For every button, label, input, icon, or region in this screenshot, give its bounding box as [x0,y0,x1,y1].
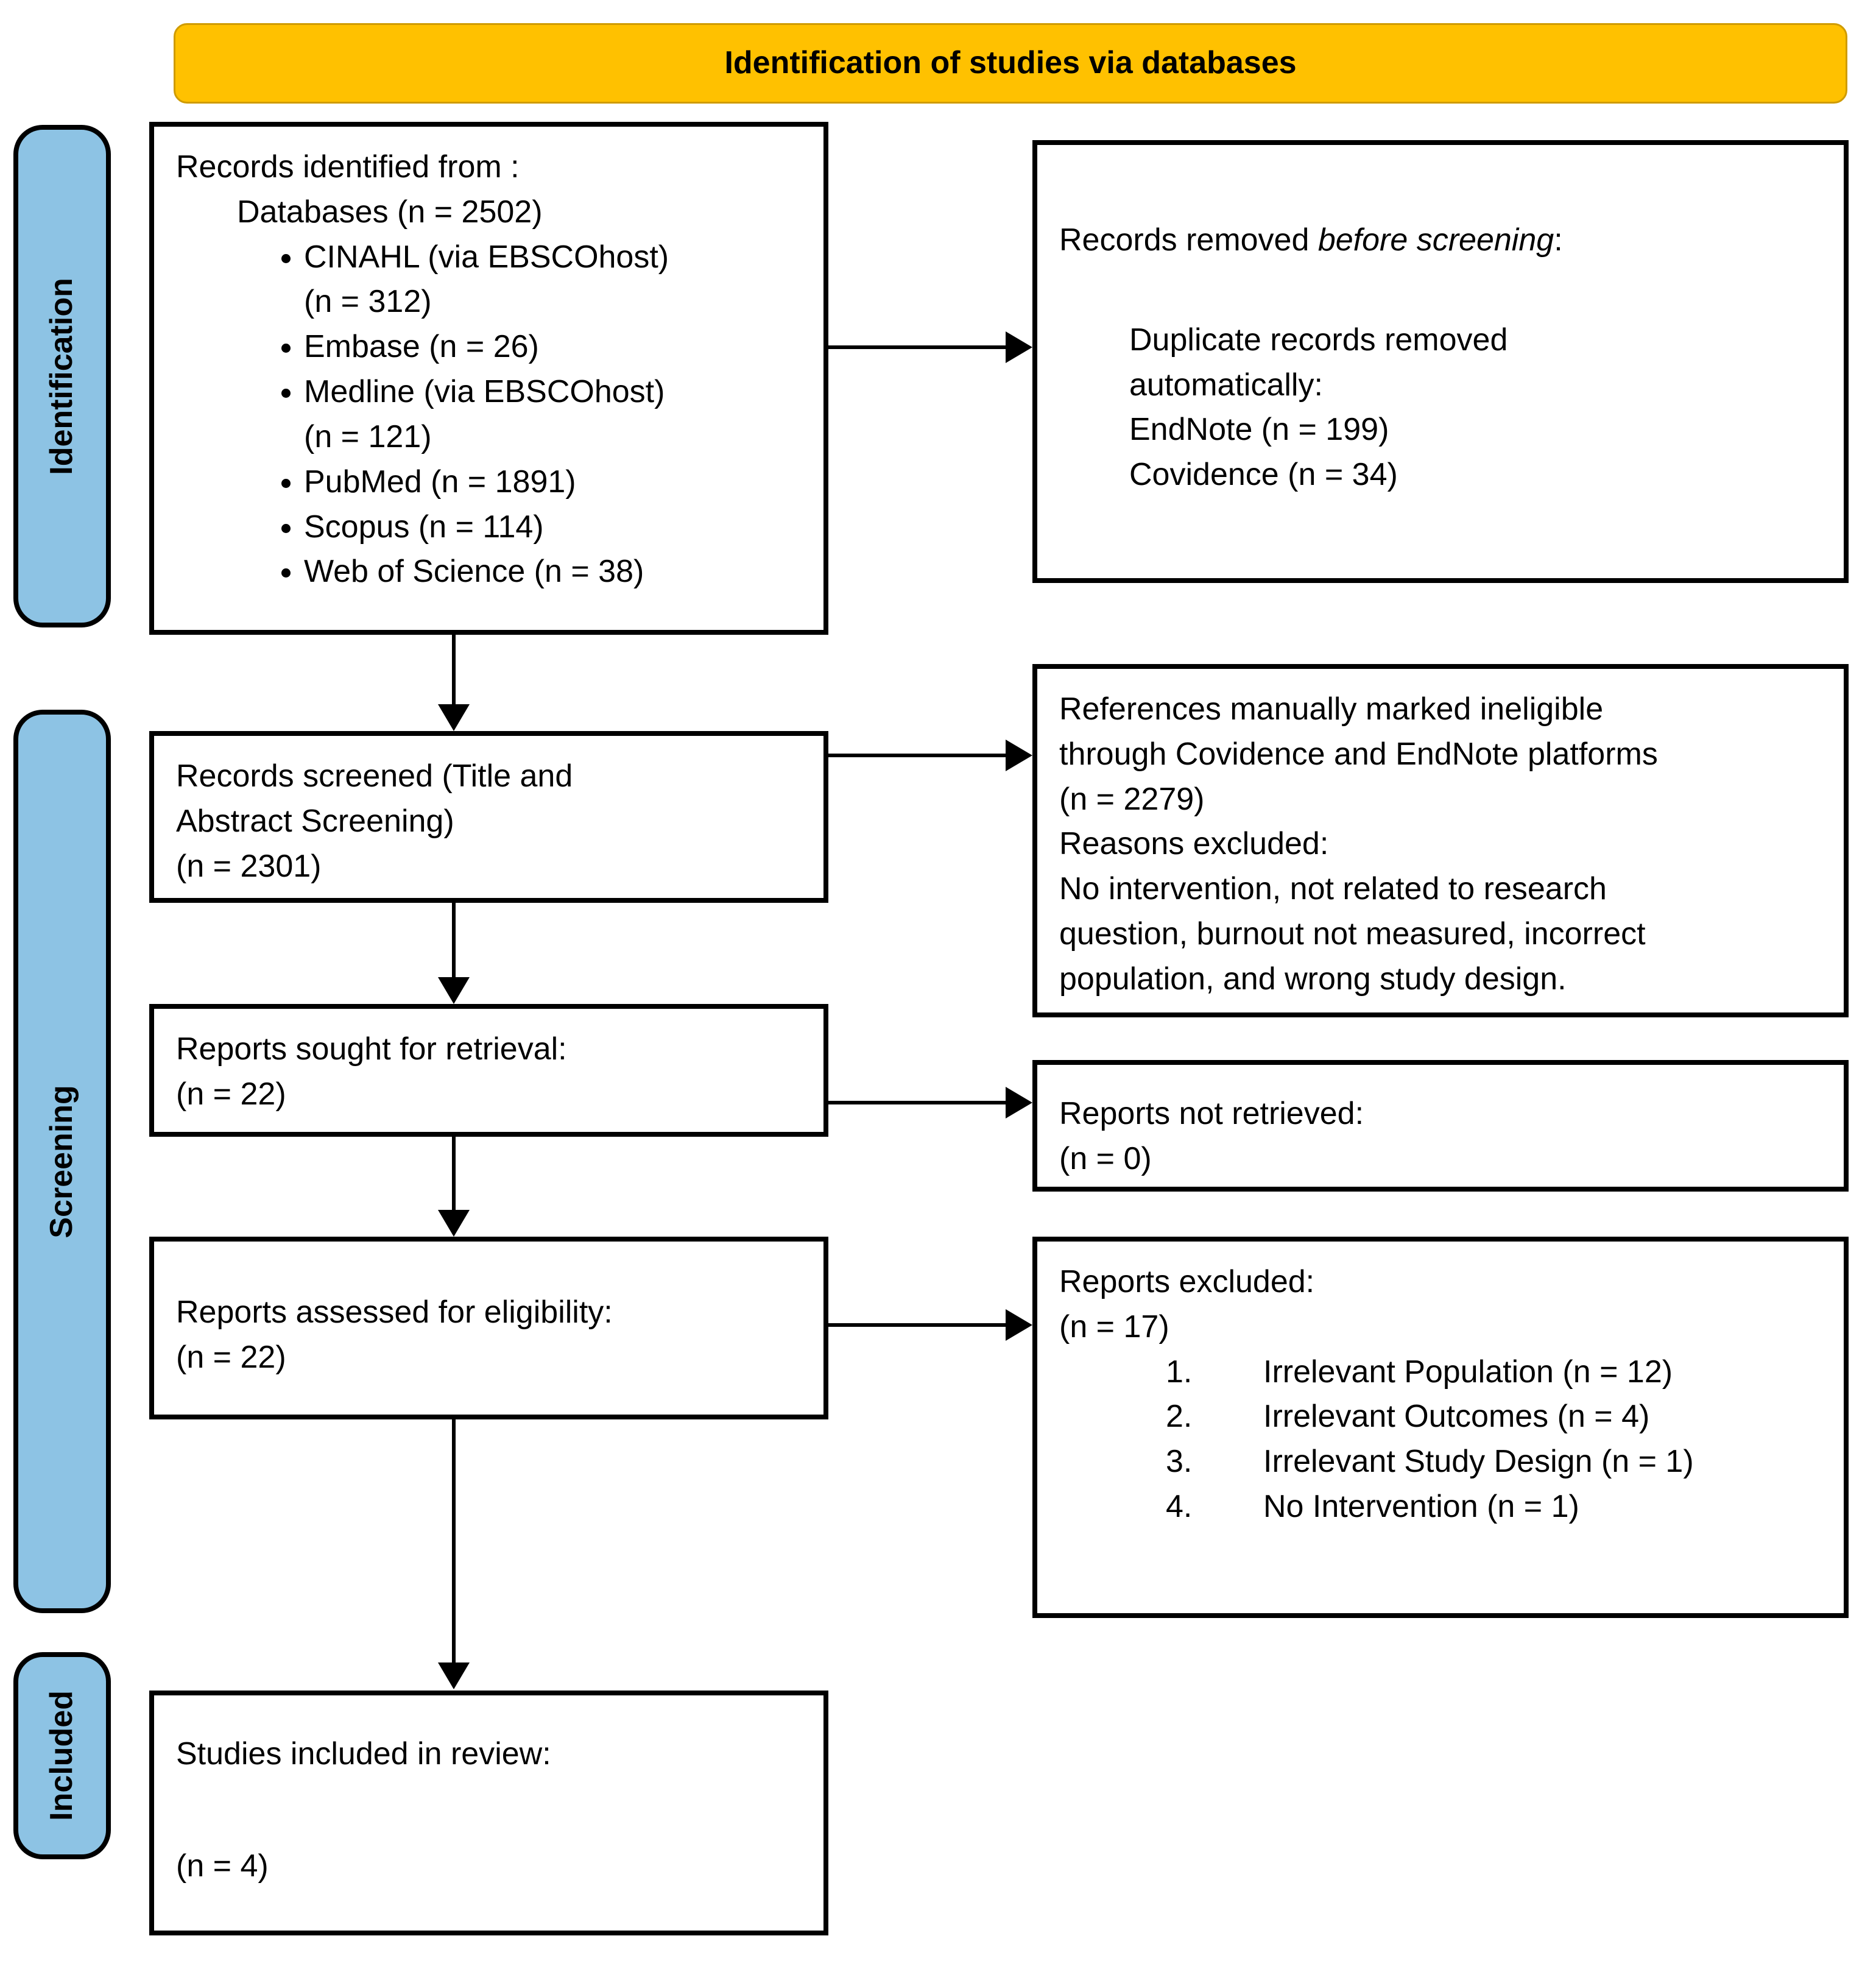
reports-sought-text: Reports sought for retrieval: [176,1031,567,1067]
arrow-sought-to-notretrieved-head [1006,1087,1032,1118]
arrow-sought-to-notretrieved-line [828,1101,1011,1104]
database-bullet-item: PubMed (n = 1891) [304,460,669,505]
box-reports-not-retrieved: Reports not retrieved: (n = 0) [1032,1060,1849,1192]
studies-included-text: Studies included in review: [176,1736,551,1772]
exclusion-reason-text: Irrelevant Population (n = 12) [1263,1354,1673,1390]
reasons-excluded-text: No intervention, not related to research… [1059,871,1646,997]
arrow-identified-to-screened-head [438,704,470,731]
duplicates-removed-line: Duplicate records removed automatically: [1129,322,1508,403]
references-ineligible-count: (n = 2279) [1059,781,1205,817]
records-removed-title-suffix: : [1554,222,1563,258]
arrow-sought-to-assessed-line [452,1137,456,1212]
stage-included-label: Included [44,1691,80,1821]
records-screened-count: (n = 2301) [176,848,322,884]
reports-excluded-title: Reports excluded: [1059,1264,1315,1299]
database-bullet-item: CINAHL (via EBSCOhost) (n = 312) [304,235,669,325]
arrow-identified-to-screened-line [452,635,456,707]
reports-assessed-text: Reports assessed for eligibility: [176,1295,613,1330]
reports-not-retrieved-text: Reports not retrieved: [1059,1096,1364,1131]
reports-assessed-count: (n = 22) [176,1339,286,1375]
exclusion-reason-item: 4. No Intervention (n = 1) [1166,1485,1822,1530]
arrow-identified-to-removed-head [1006,331,1032,363]
records-screened-text: Records screened (Title and Abstract Scr… [176,758,573,839]
box-records-removed: Records removed before screening: Duplic… [1032,140,1849,583]
reports-sought-count: (n = 22) [176,1076,286,1112]
reports-not-retrieved-count: (n = 0) [1059,1140,1152,1176]
banner: Identification of studies via databases [174,23,1847,104]
records-identified-heading: Records identified from : [176,149,520,185]
database-bullet-item: Medline (via EBSCOhost) (n = 121) [304,370,669,460]
exclusion-reason-text: No Intervention (n = 1) [1263,1489,1579,1525]
exclusion-reason-item: 1. Irrelevant Population (n = 12) [1166,1350,1822,1395]
arrow-assessed-to-included-head [438,1662,470,1689]
exclusion-reason-item: 3. Irrelevant Study Design (n = 1) [1166,1440,1822,1485]
exclusion-reason-text: Irrelevant Outcomes (n = 4) [1263,1399,1650,1435]
arrow-screened-to-ineligible-line [828,754,1011,757]
exclusion-reason-number: 2. [1166,1399,1193,1435]
box-reports-excluded: Reports excluded: (n = 17) 1. Irrelevant… [1032,1237,1849,1618]
database-bullet-item: Web of Science (n = 38) [304,549,669,595]
arrow-screened-to-sought-line [452,903,456,980]
box-reports-assessed: Reports assessed for eligibility: (n = 2… [149,1237,828,1419]
stage-identification: Identification [13,125,111,627]
records-removed-details: Duplicate records removed automatically:… [1129,318,1568,498]
reports-excluded-count: (n = 17) [1059,1309,1169,1344]
arrow-screened-to-sought-head [438,977,470,1004]
box-records-identified: Records identified from : Databases (n =… [149,122,828,635]
stage-screening: Screening [13,710,111,1613]
covidence-count: Covidence (n = 34) [1129,457,1398,493]
records-removed-title: Records removed before screening: [1059,218,1822,263]
records-identified-subheading: Databases (n = 2502) [237,194,543,230]
arrow-assessed-to-excluded-line [828,1323,1011,1327]
database-bullet-item: Scopus (n = 114) [304,505,669,550]
box-reports-sought: Reports sought for retrieval: (n = 22) [149,1004,828,1137]
studies-included-count: (n = 4) [176,1848,269,1884]
box-records-screened: Records screened (Title and Abstract Scr… [149,731,828,903]
arrow-assessed-to-excluded-head [1006,1309,1032,1341]
database-bullet-list: CINAHL (via EBSCOhost) (n = 312) Embase … [267,235,669,595]
arrow-identified-to-removed-line [828,345,1011,349]
database-bullet-item: Embase (n = 26) [304,325,669,370]
stage-identification-label: Identification [44,277,80,475]
arrow-screened-to-ineligible-head [1006,740,1032,771]
references-ineligible-text: References manually marked ineligible th… [1059,691,1658,772]
stage-included: Included [13,1652,111,1859]
records-removed-title-prefix: Records removed [1059,222,1310,258]
records-removed-title-italic: before screening [1309,222,1554,258]
arrow-sought-to-assessed-head [438,1210,470,1237]
exclusion-reason-number: 3. [1166,1444,1193,1480]
stage-screening-label: Screening [44,1084,80,1238]
arrow-assessed-to-included-line [452,1419,456,1665]
exclusion-reason-item: 2. Irrelevant Outcomes (n = 4) [1166,1394,1822,1440]
exclusion-reason-text: Irrelevant Study Design (n = 1) [1263,1444,1694,1480]
exclusion-reason-list: 1. Irrelevant Population (n = 12) 2. Irr… [1166,1350,1822,1530]
exclusion-reason-number: 4. [1166,1489,1193,1525]
reasons-excluded-heading: Reasons excluded: [1059,826,1329,862]
box-references-ineligible: References manually marked ineligible th… [1032,664,1849,1017]
exclusion-reason-number: 1. [1166,1354,1193,1390]
endnote-count: EndNote (n = 199) [1129,412,1389,448]
box-studies-included: Studies included in review: (n = 4) [149,1691,828,1935]
banner-title: Identification of studies via databases [724,45,1297,81]
